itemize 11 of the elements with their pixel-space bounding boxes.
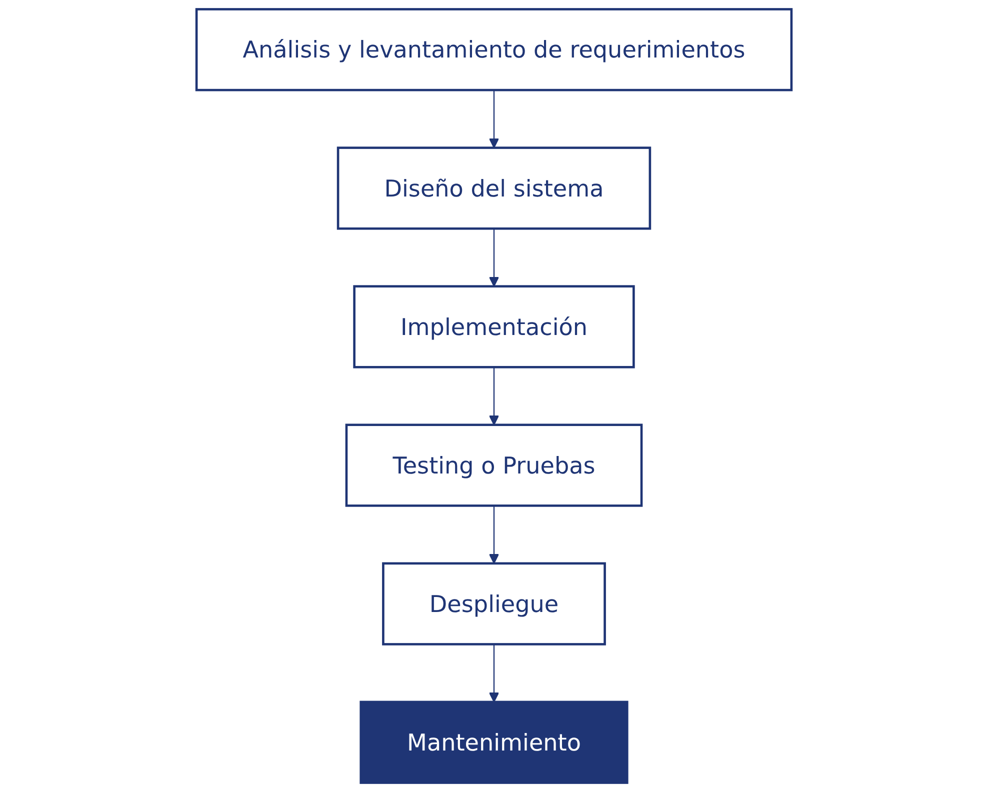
arrow [488, 506, 500, 564]
arrow [488, 228, 500, 287]
arrow [488, 367, 500, 426]
arrow [488, 644, 500, 702]
arrow [488, 90, 500, 148]
node-box: Diseño del sistema [336, 146, 652, 230]
node-box: Mantenimiento [360, 700, 628, 784]
node-box: Implementación [353, 285, 635, 368]
node-box: Análisis y levantamiento de requerimientos [195, 8, 793, 92]
node-box: Testing o Pruebas [345, 424, 643, 507]
node-box: Despliegue [382, 562, 606, 646]
